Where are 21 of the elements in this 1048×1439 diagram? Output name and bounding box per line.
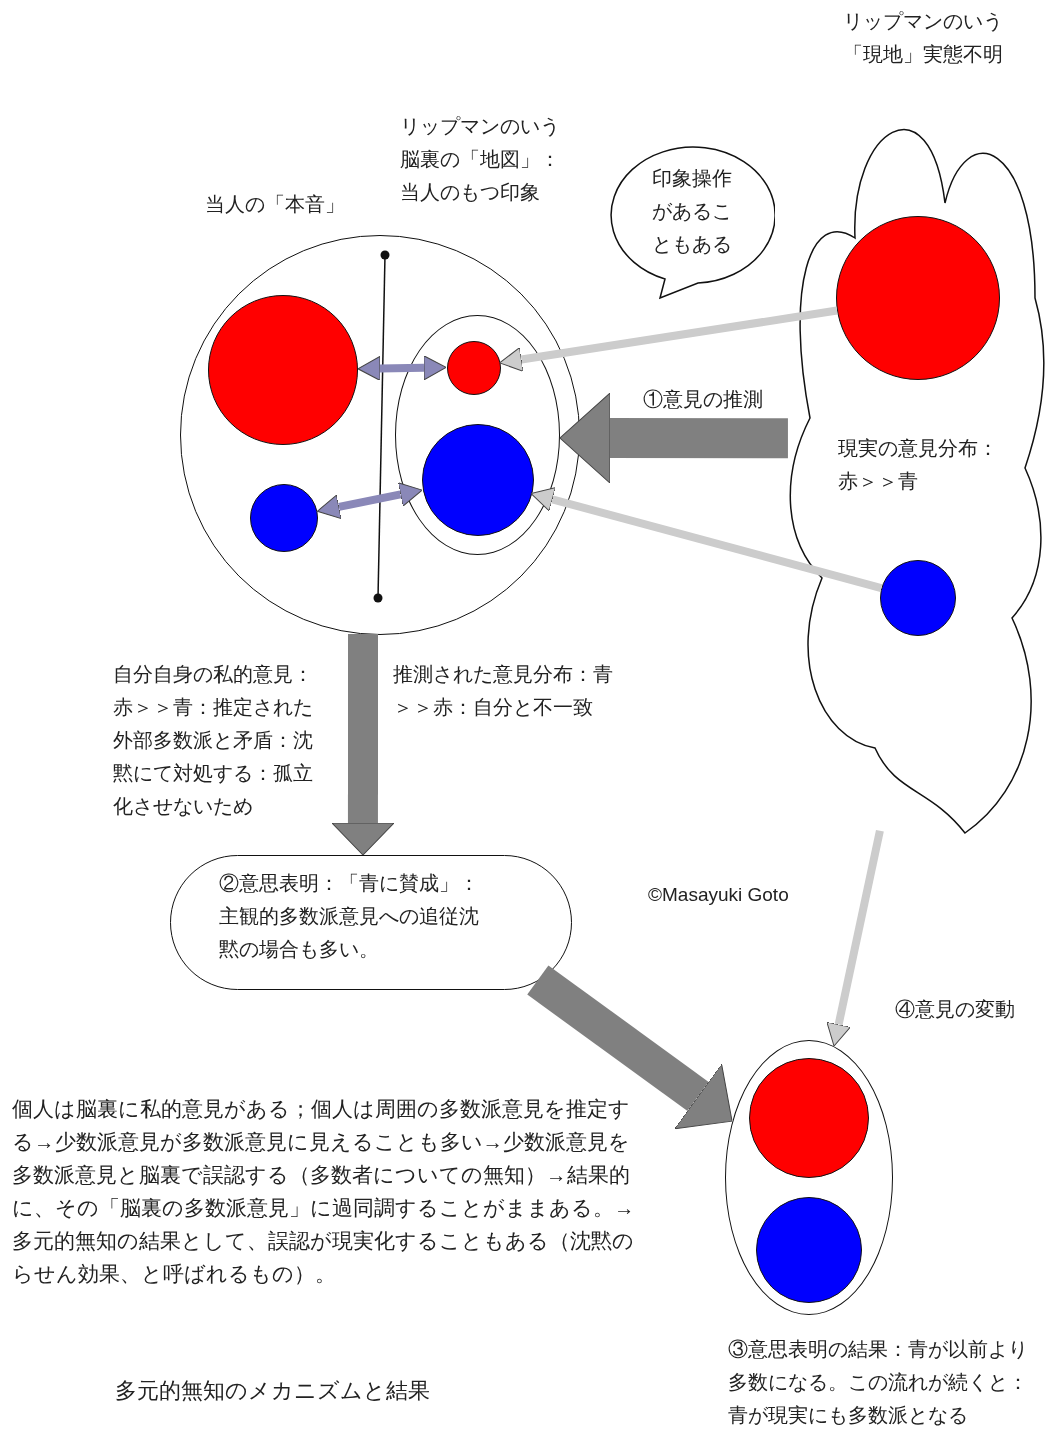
node-text: ③意思表明の結果：青が以前より多数になる。この流れが続くと：青が現実にも多数派となる bbox=[728, 1337, 1029, 1428]
node-text: 現実の意見分布：赤＞＞青 bbox=[838, 436, 999, 494]
arrow bbox=[826, 829, 884, 1047]
double-arrow bbox=[357, 355, 447, 381]
annotation-text: 推測された意見分布：青＞＞赤：自分と不一致 bbox=[393, 662, 614, 720]
annotation-text: リップマンのいう脳裏の「地図」：当人のもつ印象 bbox=[400, 114, 561, 205]
block-arrow bbox=[559, 392, 788, 484]
node-text: リップマンのいう「現地」実態不明 bbox=[842, 9, 1004, 67]
arrow bbox=[499, 306, 838, 372]
paragraph: 個人は脳裏に私的意見がある；個人は周囲の多数派意見を推定する→少数派意見が多数派意見に見えることも多い→少数派意見を多数派意見と脳裏で誤認する（多数者についての無知）→結果的に、その「脳裏の多数派意見」に過同調することがままある。→多元的無知の結果として、誤認が現実化することもある（沈黙のらせん効果、と呼ばれるもの）。 bbox=[12, 1096, 636, 1287]
arrow bbox=[530, 487, 883, 592]
block-arrow bbox=[527, 965, 733, 1130]
double-arrow bbox=[316, 482, 423, 520]
node-text: 印象操作があることもある bbox=[651, 166, 733, 257]
block-arrow bbox=[331, 634, 395, 856]
title: 多元的無知のメカニズムと結果 bbox=[115, 1377, 430, 1405]
copyright-text: ©Masayuki Goto bbox=[648, 883, 790, 907]
circle bbox=[447, 341, 501, 395]
annotation-text: 自分自身の私的意見：赤＞＞青：推定された外部多数派と矛盾：沈黙にて対処する：孤立化させないため bbox=[113, 662, 314, 819]
node-text: ②意思表明：「青に賛成」：主観的多数派意見への追従沈黙の場合も多い。 bbox=[219, 871, 480, 962]
node-text: 当人の「本音」 bbox=[205, 192, 346, 217]
